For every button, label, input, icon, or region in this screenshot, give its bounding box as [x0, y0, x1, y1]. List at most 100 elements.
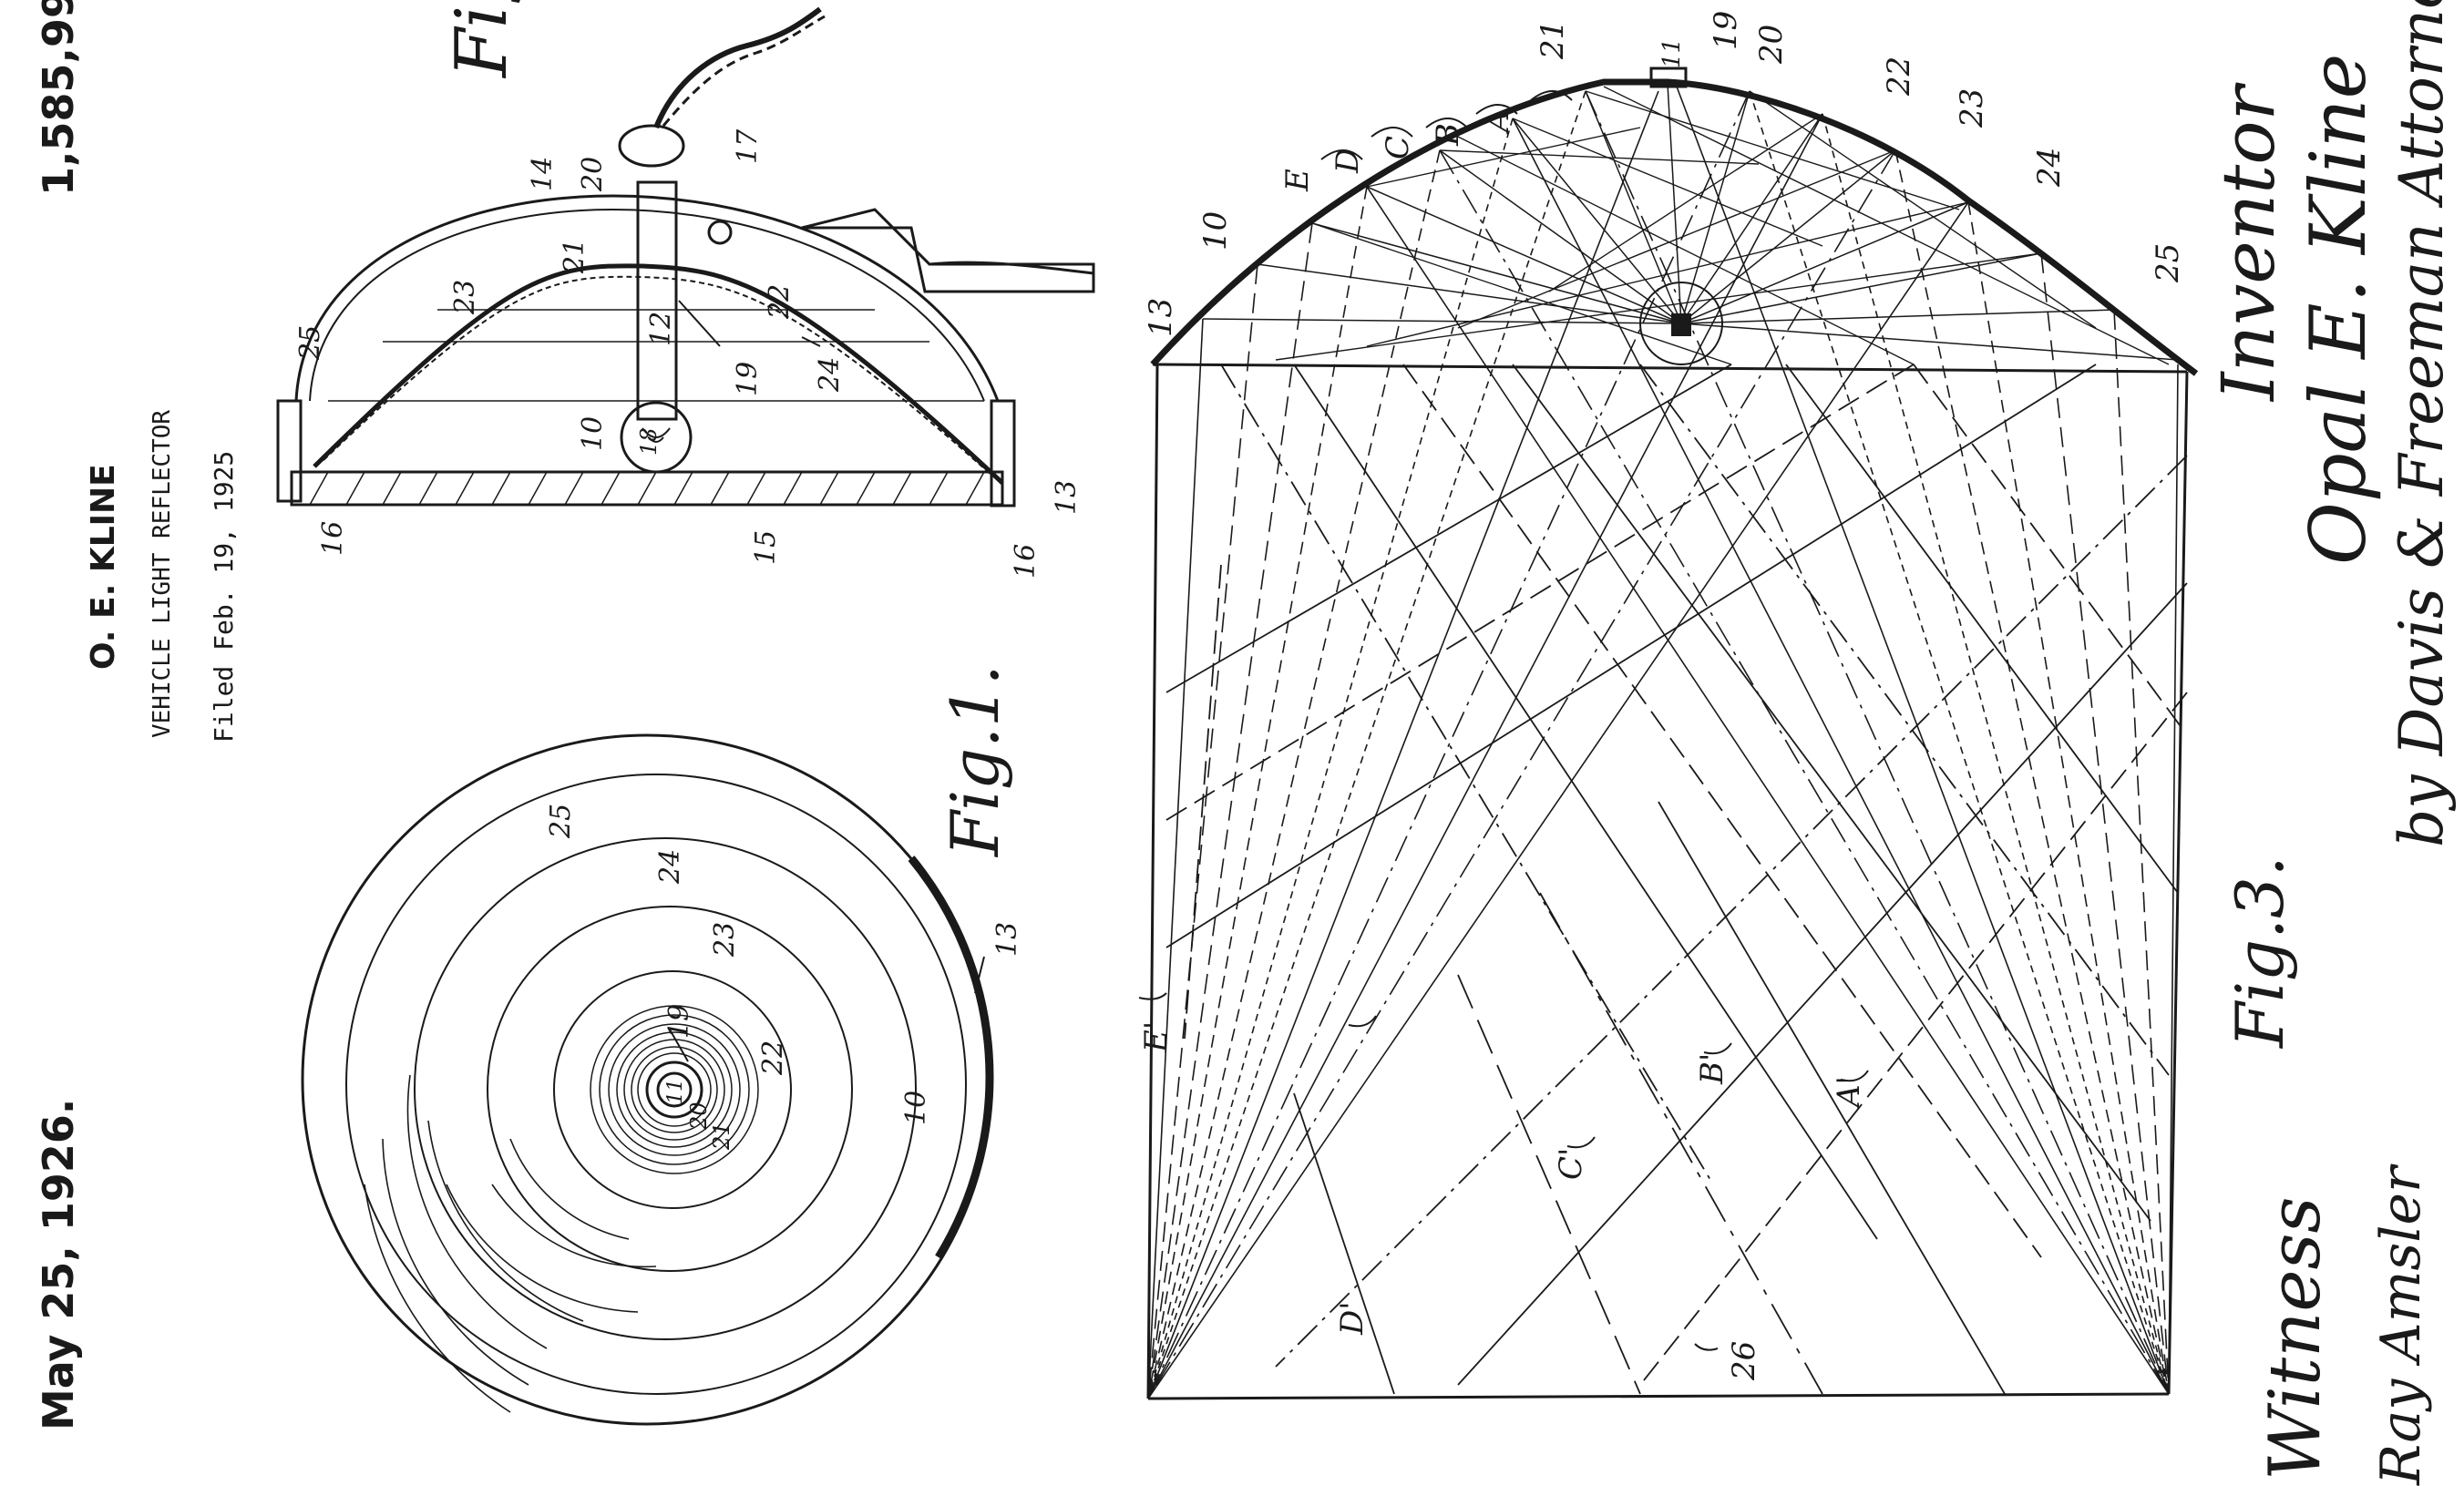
fig3-ref-19: 19: [1708, 11, 1744, 50]
fig3-ref-A: A: [1480, 109, 1516, 135]
rim-frame-right: [990, 399, 1016, 507]
patent-header: May 25, 1926. 1,585,995 O. E. KLINE VEHI…: [34, 0, 239, 1430]
fig3-ref-D: D: [1330, 149, 1366, 174]
fig3-ref-E1: E': [1138, 1021, 1175, 1053]
inventor-label: Inventor: [2206, 82, 2291, 404]
fig3-ref-21: 21: [1535, 20, 1571, 60]
leader-19-fig2: [678, 300, 721, 347]
signature-block: Inventor Opal E. Kline by Davis & Freema…: [2206, 0, 2457, 1486]
figure-2-labels: Fig.2. 14 20 17 25 23 21 12 22 19 24 10 …: [294, 0, 1083, 579]
fig2-ref-16-right: 16: [1010, 544, 1042, 579]
incident-rays: [1202, 83, 2179, 361]
fig3-ref-A1: A': [1831, 1076, 1867, 1110]
shading-lines: [364, 1074, 657, 1413]
lens-hatching: [309, 471, 985, 506]
fig1-ref-13: 13: [991, 922, 1023, 957]
patent-title: VEHICLE LIGHT REFLECTOR: [149, 410, 176, 738]
fig2-ref-21: 21: [559, 239, 590, 274]
fig3-ref-10: 10: [1197, 211, 1234, 251]
fig2-ref-16-left: 16: [317, 521, 349, 556]
fig2-ref-13: 13: [1051, 480, 1083, 515]
rim-frame: [276, 399, 303, 503]
cord-grommet: [618, 124, 685, 168]
fig3-ref-23: 23: [1954, 88, 1990, 128]
zone-19-ring: [645, 1061, 703, 1119]
zone-21-hatching: [590, 1005, 759, 1174]
inventor-signature: Opal E. Kline: [2294, 54, 2383, 565]
fig1-ref-25: 25: [545, 804, 577, 839]
fig3-ref-C1: C': [1553, 1148, 1589, 1180]
bulb-filament: [642, 427, 671, 443]
fig2-ref-23: 23: [449, 280, 481, 315]
reflector-surface: [313, 263, 1004, 485]
patent-date: May 25, 1926.: [34, 1099, 83, 1430]
fig2-ref-24: 24: [814, 357, 846, 393]
housing-14: [294, 194, 1000, 402]
fig3-label: Fig.3.: [2222, 856, 2298, 1050]
fig2-ref-25: 25: [294, 325, 326, 361]
fig1-ref-21: 21: [709, 1122, 734, 1151]
reflector-chord: [1152, 363, 2188, 374]
ray-frame-top: [1146, 364, 1159, 1399]
fig2-ref-20: 20: [577, 157, 609, 192]
fig2-ref-17: 17: [732, 128, 764, 164]
lamp-housing-11: [1649, 67, 1688, 88]
electrical-cord: [653, 6, 822, 129]
mounting-arm: [929, 261, 1094, 275]
filed-date: Filed Feb. 19, 1925: [209, 451, 239, 743]
housing-14-inner: [309, 209, 985, 402]
fig1-ref-19: 19: [663, 1004, 695, 1039]
fig1-ref-22: 22: [757, 1040, 789, 1076]
reference-lines: [1165, 364, 2188, 1395]
leader-24-fig2: [801, 336, 821, 347]
fig3-ref-E: E: [1279, 169, 1316, 192]
ray-frame-bottom: [2167, 371, 2189, 1395]
fig1-label: Fig.1.: [937, 664, 1013, 858]
inventor-name-header: O. E. KLINE: [85, 464, 122, 670]
witness-signature: Ray Amsler: [2369, 1163, 2433, 1486]
ray-frame-left-26: [1147, 1392, 2170, 1400]
line-B1: [1539, 892, 1823, 1395]
fig2-ref-22: 22: [764, 284, 796, 320]
figure-3-labels: 21 11 19 20 22 23 24 25 10 13 E D C B A …: [1138, 11, 2298, 1381]
patent-number: 1,585,995: [34, 0, 83, 196]
rays-to-corner-left: [1147, 90, 1969, 1399]
fig3-ref-B1: B': [1694, 1053, 1730, 1085]
fig1-ref-11: 11: [664, 1079, 687, 1104]
electrical-cord-twist: [662, 15, 826, 127]
fig2-ref-18: 18: [636, 427, 662, 456]
zone-23-ring: [487, 906, 853, 1272]
fig1-ref-23: 23: [709, 922, 741, 958]
fig2-ref-10: 10: [577, 416, 609, 451]
leader-19: [669, 1029, 689, 1062]
zone-22-ring: [553, 970, 792, 1209]
fig3-ref-20: 20: [1753, 25, 1790, 65]
fig1-ref-24: 24: [654, 849, 686, 885]
fig3-ref-22: 22: [1881, 56, 1917, 97]
figure-1-labels: 25 24 23 22 19 11 20 21 10 13 Fig.1.: [545, 664, 1023, 1151]
fig3-ref-C: C: [1380, 136, 1416, 159]
figure-1: [301, 733, 994, 1426]
fig2-ref-12: 12: [645, 312, 677, 346]
line-D1: [1293, 1092, 1395, 1395]
bulb-18: [620, 401, 693, 474]
mounting-bracket: [801, 208, 1095, 293]
lamp-opening-11: [656, 1071, 693, 1108]
zone-24-ring: [414, 837, 917, 1340]
fig2-label: Fig.2.: [441, 0, 523, 79]
attorneys-line: by Davis & Freeman Attorneys: [2387, 0, 2457, 847]
rays-to-corner-right: [1366, 86, 2179, 1395]
rim-13-heavy-arc: [908, 856, 994, 1260]
leader-13: [974, 956, 985, 994]
figure-3: [1138, 67, 2199, 1400]
fig3-ref-13: 13: [1143, 298, 1179, 337]
fig3-ref-25: 25: [2150, 243, 2186, 283]
line-C1: [1457, 974, 1641, 1395]
fig3-ref-24: 24: [2031, 148, 2068, 188]
fig2-ref-14: 14: [527, 157, 559, 191]
fig3-ref-D1: D': [1334, 1301, 1371, 1336]
figure-2: [276, 6, 1095, 507]
socket-12: [636, 180, 678, 421]
line-A1: [1658, 801, 2006, 1395]
